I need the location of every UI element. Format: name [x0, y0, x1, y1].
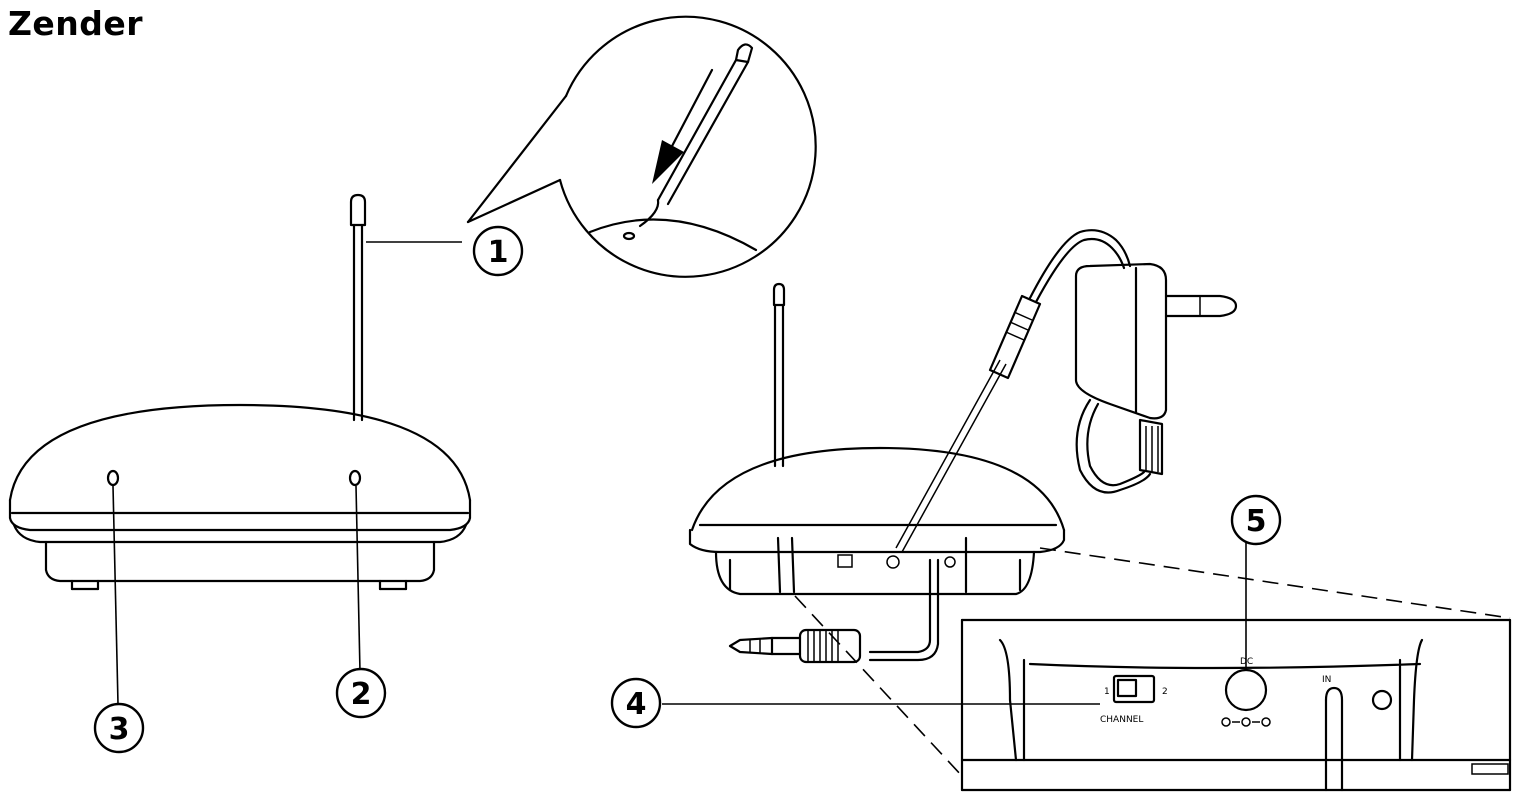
arrow-head-icon: [652, 140, 684, 184]
page-title: Zender: [8, 4, 144, 43]
svg-text:3: 3: [109, 712, 130, 747]
back-panel-zoom: 1 2 CHANNEL DC IN: [960, 618, 1512, 792]
svg-text:2: 2: [351, 677, 372, 712]
channel-switch: 1 2 CHANNEL: [1100, 674, 1168, 725]
led-3-icon: [106, 469, 120, 487]
callout-3: 3: [93, 702, 145, 754]
channel-label: CHANNEL: [1100, 715, 1143, 725]
antenna: [349, 193, 367, 422]
power-adapter: [1074, 262, 1238, 494]
callout-1: 1: [472, 225, 524, 277]
transmitter-front-view: [8, 193, 472, 705]
svg-text:4: 4: [626, 687, 647, 722]
dc-plug: [988, 294, 1042, 380]
svg-text:1: 1: [488, 235, 509, 270]
audio-in-label: IN: [1322, 675, 1331, 685]
svg-text:1: 1: [1104, 687, 1110, 697]
transmitter-body: [8, 403, 472, 591]
callout-4: 4: [610, 677, 662, 729]
insert-arrow: [668, 68, 714, 152]
audio-jack-plug: [728, 628, 862, 664]
callout-2: 2: [335, 667, 387, 719]
svg-text:2: 2: [1162, 687, 1168, 697]
callout-5: 5: [1230, 494, 1282, 546]
led-2-icon: [348, 469, 362, 487]
transmitter-back-view: [688, 229, 1511, 777]
svg-text:5: 5: [1246, 504, 1267, 539]
audio-input-jack: IN: [1322, 675, 1393, 792]
antenna-detail-magnifier: [466, 15, 817, 278]
